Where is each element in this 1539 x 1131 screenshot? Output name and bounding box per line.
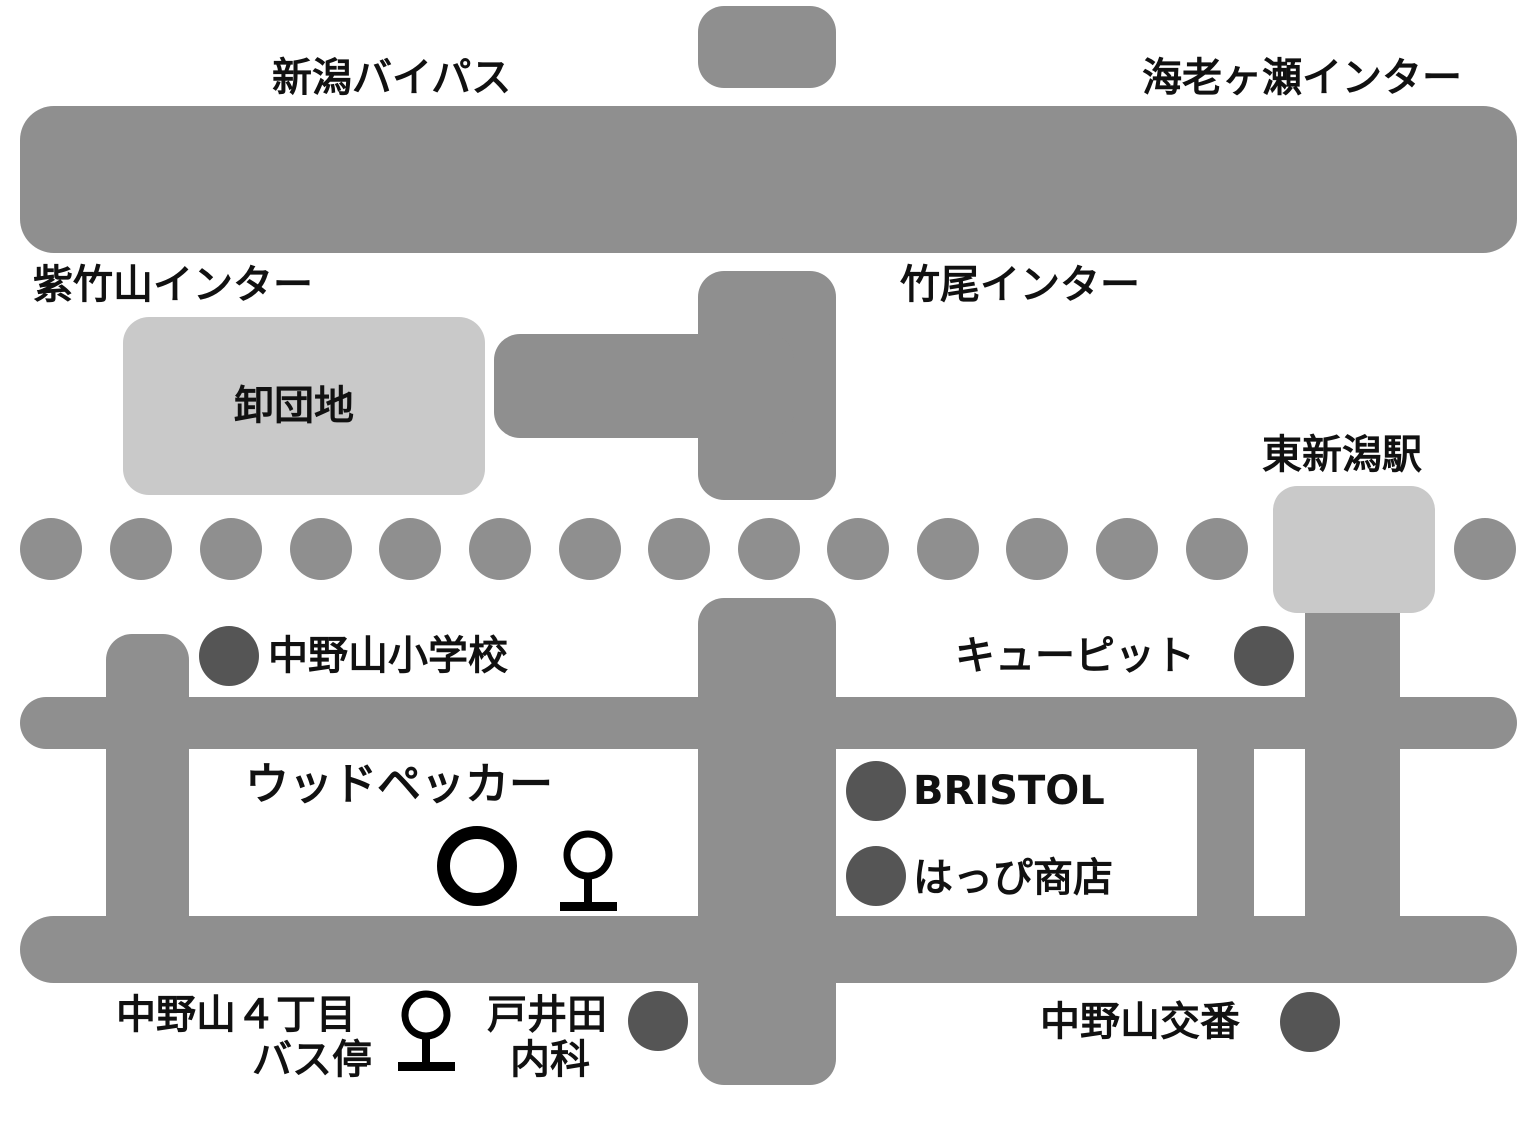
label-bristol: BRISTOL <box>913 768 1105 814</box>
railway-dot <box>738 518 800 580</box>
railway-dot <box>20 518 82 580</box>
destination-marker-icon <box>437 826 517 906</box>
railway-dot <box>559 518 621 580</box>
label-bus-stop-line2: バス停 <box>252 1037 372 1083</box>
bus-stop-icon <box>560 830 617 911</box>
bus-stop-icon <box>398 990 455 1071</box>
pin-police-box <box>1280 992 1340 1052</box>
railway-dot <box>827 518 889 580</box>
oroshi-danchi-area <box>123 317 485 495</box>
higashi-niigata-station-box <box>1273 486 1435 613</box>
railway-dot <box>200 518 262 580</box>
label-toida-line1: 戸井田 <box>487 992 607 1038</box>
label-qpit: キューピット <box>955 633 1195 679</box>
pin-bristol <box>846 761 906 821</box>
railway-dot <box>917 518 979 580</box>
label-oroshi-danchi: 卸団地 <box>234 383 354 429</box>
railway-dot <box>1454 518 1516 580</box>
railway-dot <box>1096 518 1158 580</box>
label-higashi-niigata-station: 東新潟駅 <box>1262 432 1422 478</box>
pin-nakanoyama-elementary <box>199 626 259 686</box>
road-horizontal-middle <box>20 697 1517 749</box>
label-police-box: 中野山交番 <box>1040 999 1240 1045</box>
label-ebigase-ic: 海老ヶ瀬インター <box>1142 55 1462 101</box>
road-north-stub <box>698 6 836 88</box>
railway-dot <box>379 518 441 580</box>
railway-dot <box>648 518 710 580</box>
railway-dot <box>1006 518 1068 580</box>
label-toida-line2: 内科 <box>510 1037 590 1083</box>
road-central-horizontal-upper <box>494 334 794 438</box>
railway-dot <box>110 518 172 580</box>
pin-happi-shoten <box>846 846 906 906</box>
niigata-bypass-road <box>20 106 1517 253</box>
label-nakanoyama-elementary: 中野山小学校 <box>268 633 508 679</box>
railway-dot <box>469 518 531 580</box>
pin-qpit <box>1234 626 1294 686</box>
pin-toida-clinic <box>628 991 688 1051</box>
road-horizontal-lower <box>20 916 1517 983</box>
label-takeo-ic: 竹尾インター <box>900 262 1140 308</box>
road-central-vertical-lower <box>698 598 836 1085</box>
label-niigata-bypass: 新潟バイパス <box>272 55 512 101</box>
label-happi-shoten: はっぴ商店 <box>913 855 1113 901</box>
label-shichikuyama-ic: 紫竹山インター <box>33 262 313 308</box>
railway-dot <box>1186 518 1248 580</box>
label-woodpecker: ウッドペッカー <box>245 759 553 810</box>
label-bus-stop-line1: 中野山４丁目 <box>116 992 356 1038</box>
railway-dot <box>290 518 352 580</box>
